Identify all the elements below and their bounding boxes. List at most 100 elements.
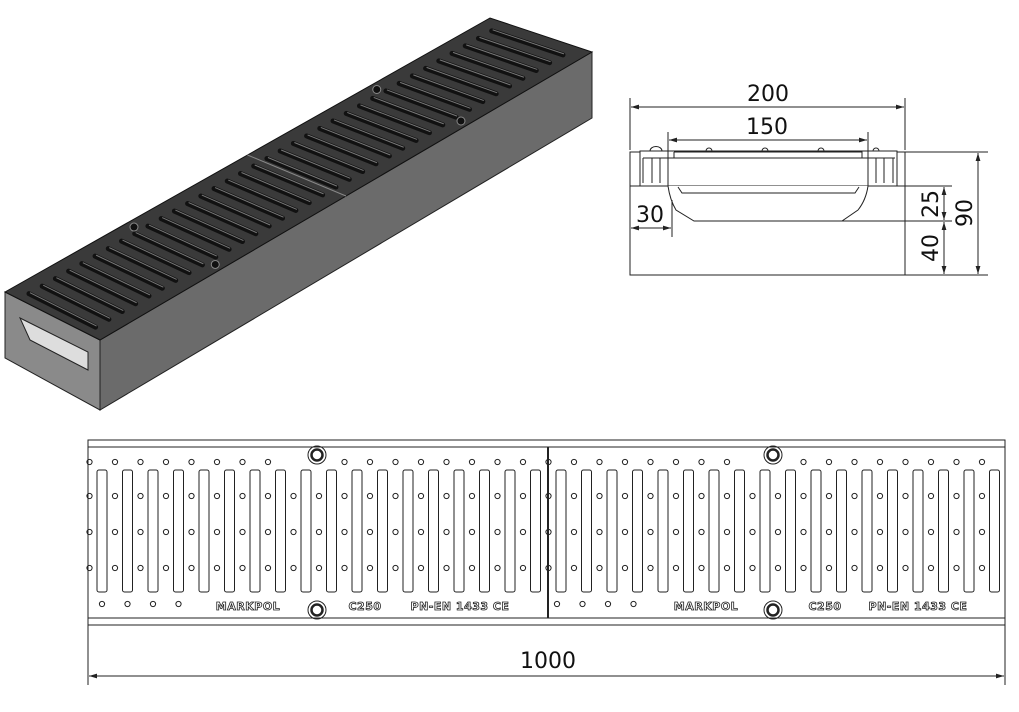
grate-hole: [825, 528, 833, 536]
grate-slot: [402, 469, 414, 593]
iso-slot-edge: [267, 157, 338, 187]
grate-slot: [147, 469, 159, 593]
grate-hole: [264, 564, 272, 572]
grate-hole: [596, 492, 603, 500]
grate-hole: [749, 564, 756, 572]
grate-hole: [876, 492, 884, 500]
iso-grate-slot: [66, 268, 139, 307]
grate-hole: [672, 458, 680, 466]
grate-hole: [98, 600, 106, 608]
grate-hole: [647, 564, 654, 572]
grate-hole: [111, 528, 119, 536]
grate-hole: [162, 458, 170, 466]
grate-hole: [366, 492, 374, 500]
grate-slot: [198, 469, 210, 593]
grate-hole: [239, 564, 246, 572]
grate-hole: [519, 458, 527, 466]
iso-grate-slot: [330, 118, 406, 151]
grate-hole: [953, 458, 960, 466]
grate-hole: [86, 492, 93, 500]
grate-hole: [570, 492, 578, 500]
bolt-recess: [307, 445, 327, 465]
grate-hole: [953, 492, 960, 500]
grate-slot: [810, 469, 822, 593]
grate-hole: [672, 564, 680, 572]
grate-hole: [494, 564, 501, 572]
grate-hole: [825, 458, 833, 466]
iso-slot-edge: [56, 277, 124, 311]
grate-hole: [213, 564, 221, 572]
grate-hole: [698, 458, 705, 466]
grate-hole: [723, 458, 731, 466]
grate-hole: [392, 528, 399, 536]
dim-90-label: 90: [953, 199, 978, 227]
grate-slot: [300, 469, 312, 593]
grate-slot: [173, 469, 184, 593]
grate-hole: [264, 492, 272, 500]
iso-slot-edge: [241, 172, 311, 203]
grate-hole: [596, 564, 603, 572]
grate-hole: [604, 600, 612, 608]
iso-slot-edge: [466, 44, 538, 70]
grate-hole: [825, 492, 833, 500]
grate-hole: [392, 492, 399, 500]
grate-hole: [825, 564, 833, 572]
grate-hole: [315, 492, 323, 500]
grate-hole: [366, 528, 374, 536]
iso-grate-slot: [462, 43, 539, 73]
grate-class-mark-2: C250: [808, 600, 841, 613]
iso-grate-slot: [52, 276, 125, 315]
iso-slot-edge: [161, 217, 231, 249]
iso-grate-slot: [436, 58, 513, 89]
grate-hole: [927, 528, 935, 536]
iso-grate-slot: [317, 125, 392, 159]
iso-grate-slot: [145, 223, 219, 260]
grate-hole: [851, 458, 858, 466]
grate-hole: [570, 564, 578, 572]
iso-grate-slot: [171, 208, 245, 245]
grate-hole: [927, 564, 935, 572]
grate-slot: [453, 469, 465, 593]
bolt-recess: [307, 600, 327, 620]
iso-slot-edge: [294, 142, 364, 172]
grate-hole: [188, 528, 195, 536]
dim-1000-label: 1000: [520, 649, 576, 674]
grate-hole: [672, 528, 680, 536]
grate-slot: [249, 469, 261, 593]
grate-slot: [275, 469, 286, 593]
dim-25-label: 25: [919, 190, 944, 218]
grate-slot: [377, 469, 388, 593]
grate-slot: [530, 469, 541, 593]
iso-slot-edge: [413, 74, 485, 102]
iso-slot-edge: [399, 81, 471, 109]
grate-slot: [96, 469, 108, 593]
grate-hole: [723, 528, 731, 536]
iso-slot-edge: [307, 134, 378, 164]
iso-grate-slot: [105, 246, 179, 283]
grate-hole: [494, 492, 501, 500]
plan-view: [86, 439, 1006, 685]
grate-hole: [239, 528, 246, 536]
grate-standard-mark-1: PN-EN 1433 CE: [411, 600, 510, 613]
grate-hole: [723, 492, 731, 500]
grate-slot: [836, 469, 847, 593]
iso-slot-edge: [175, 209, 244, 241]
grate-slot: [683, 469, 694, 593]
grate-hole: [468, 458, 476, 466]
iso-grate-slot: [119, 238, 192, 276]
grate-hole: [188, 458, 195, 466]
grate-slot: [351, 469, 363, 593]
grate-hole: [366, 564, 374, 572]
iso-grate-slot: [39, 283, 112, 322]
iso-bolt-icon: [129, 222, 139, 232]
iso-grate-slot: [211, 186, 286, 221]
grate-hole: [851, 528, 858, 536]
iso-grate-slot: [198, 193, 272, 229]
iso-grate-joint: [247, 154, 347, 197]
dim-40-label: 40: [919, 234, 944, 262]
grate-slot: [734, 469, 745, 593]
iso-grate-slot: [79, 261, 152, 299]
grate-hole: [468, 528, 476, 536]
grate-hole: [902, 458, 909, 466]
grate-hole: [774, 564, 782, 572]
